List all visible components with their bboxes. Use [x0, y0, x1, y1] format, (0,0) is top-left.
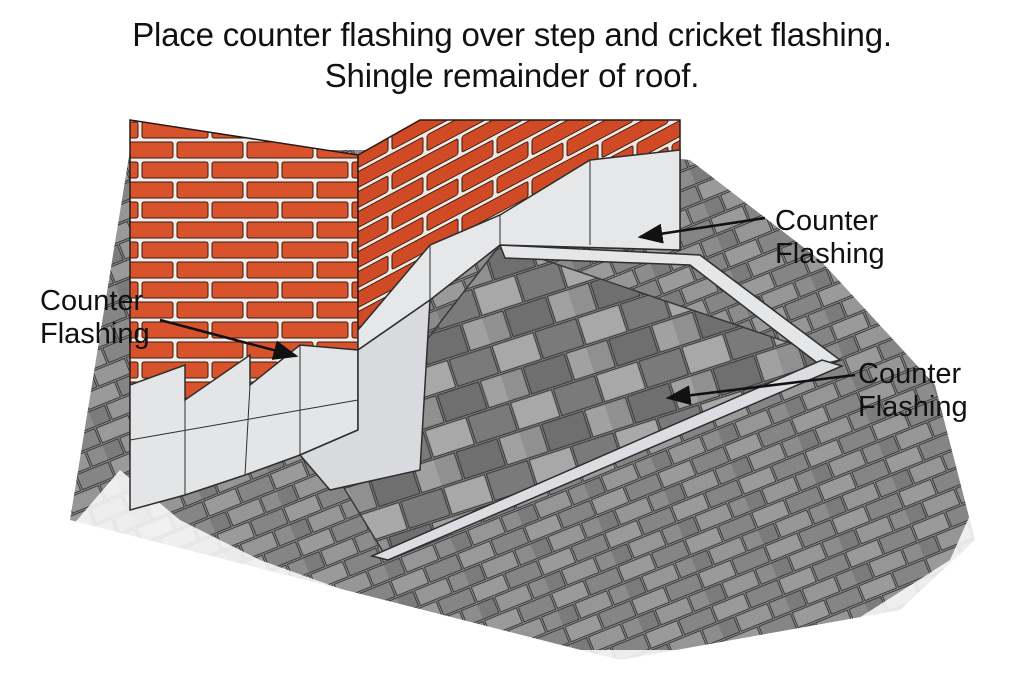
- callout-top-right: Counter Flashing: [775, 205, 885, 271]
- callout-bottom-right: Counter Flashing: [858, 358, 968, 424]
- roof-edge-fade: [0, 380, 1024, 683]
- callout-bottom-right-line-2: Flashing: [858, 391, 968, 423]
- callout-top-right-line-1: Counter: [775, 205, 879, 237]
- callout-arrow-left: [159, 318, 299, 360]
- callout-top-right-line-2: Flashing: [775, 238, 885, 270]
- callout-arrow-bottom-right: [665, 373, 856, 406]
- callout-left-line-2: Flashing: [40, 318, 150, 350]
- callout-bottom-right-line-1: Counter: [858, 358, 962, 390]
- callout-arrow-top-right: [637, 216, 766, 244]
- title-line-1: Place counter flashing over step and cri…: [132, 16, 892, 53]
- title-line-2: Shingle remainder of roof.: [324, 57, 700, 94]
- callout-left-line-1: Counter: [40, 285, 144, 317]
- valley-flashing-strip: [369, 359, 845, 561]
- callout-left: Counter Flashing: [40, 285, 150, 351]
- corner-flashing: [298, 298, 431, 491]
- diagram-title: Place counter flashing over step and cri…: [0, 14, 1024, 96]
